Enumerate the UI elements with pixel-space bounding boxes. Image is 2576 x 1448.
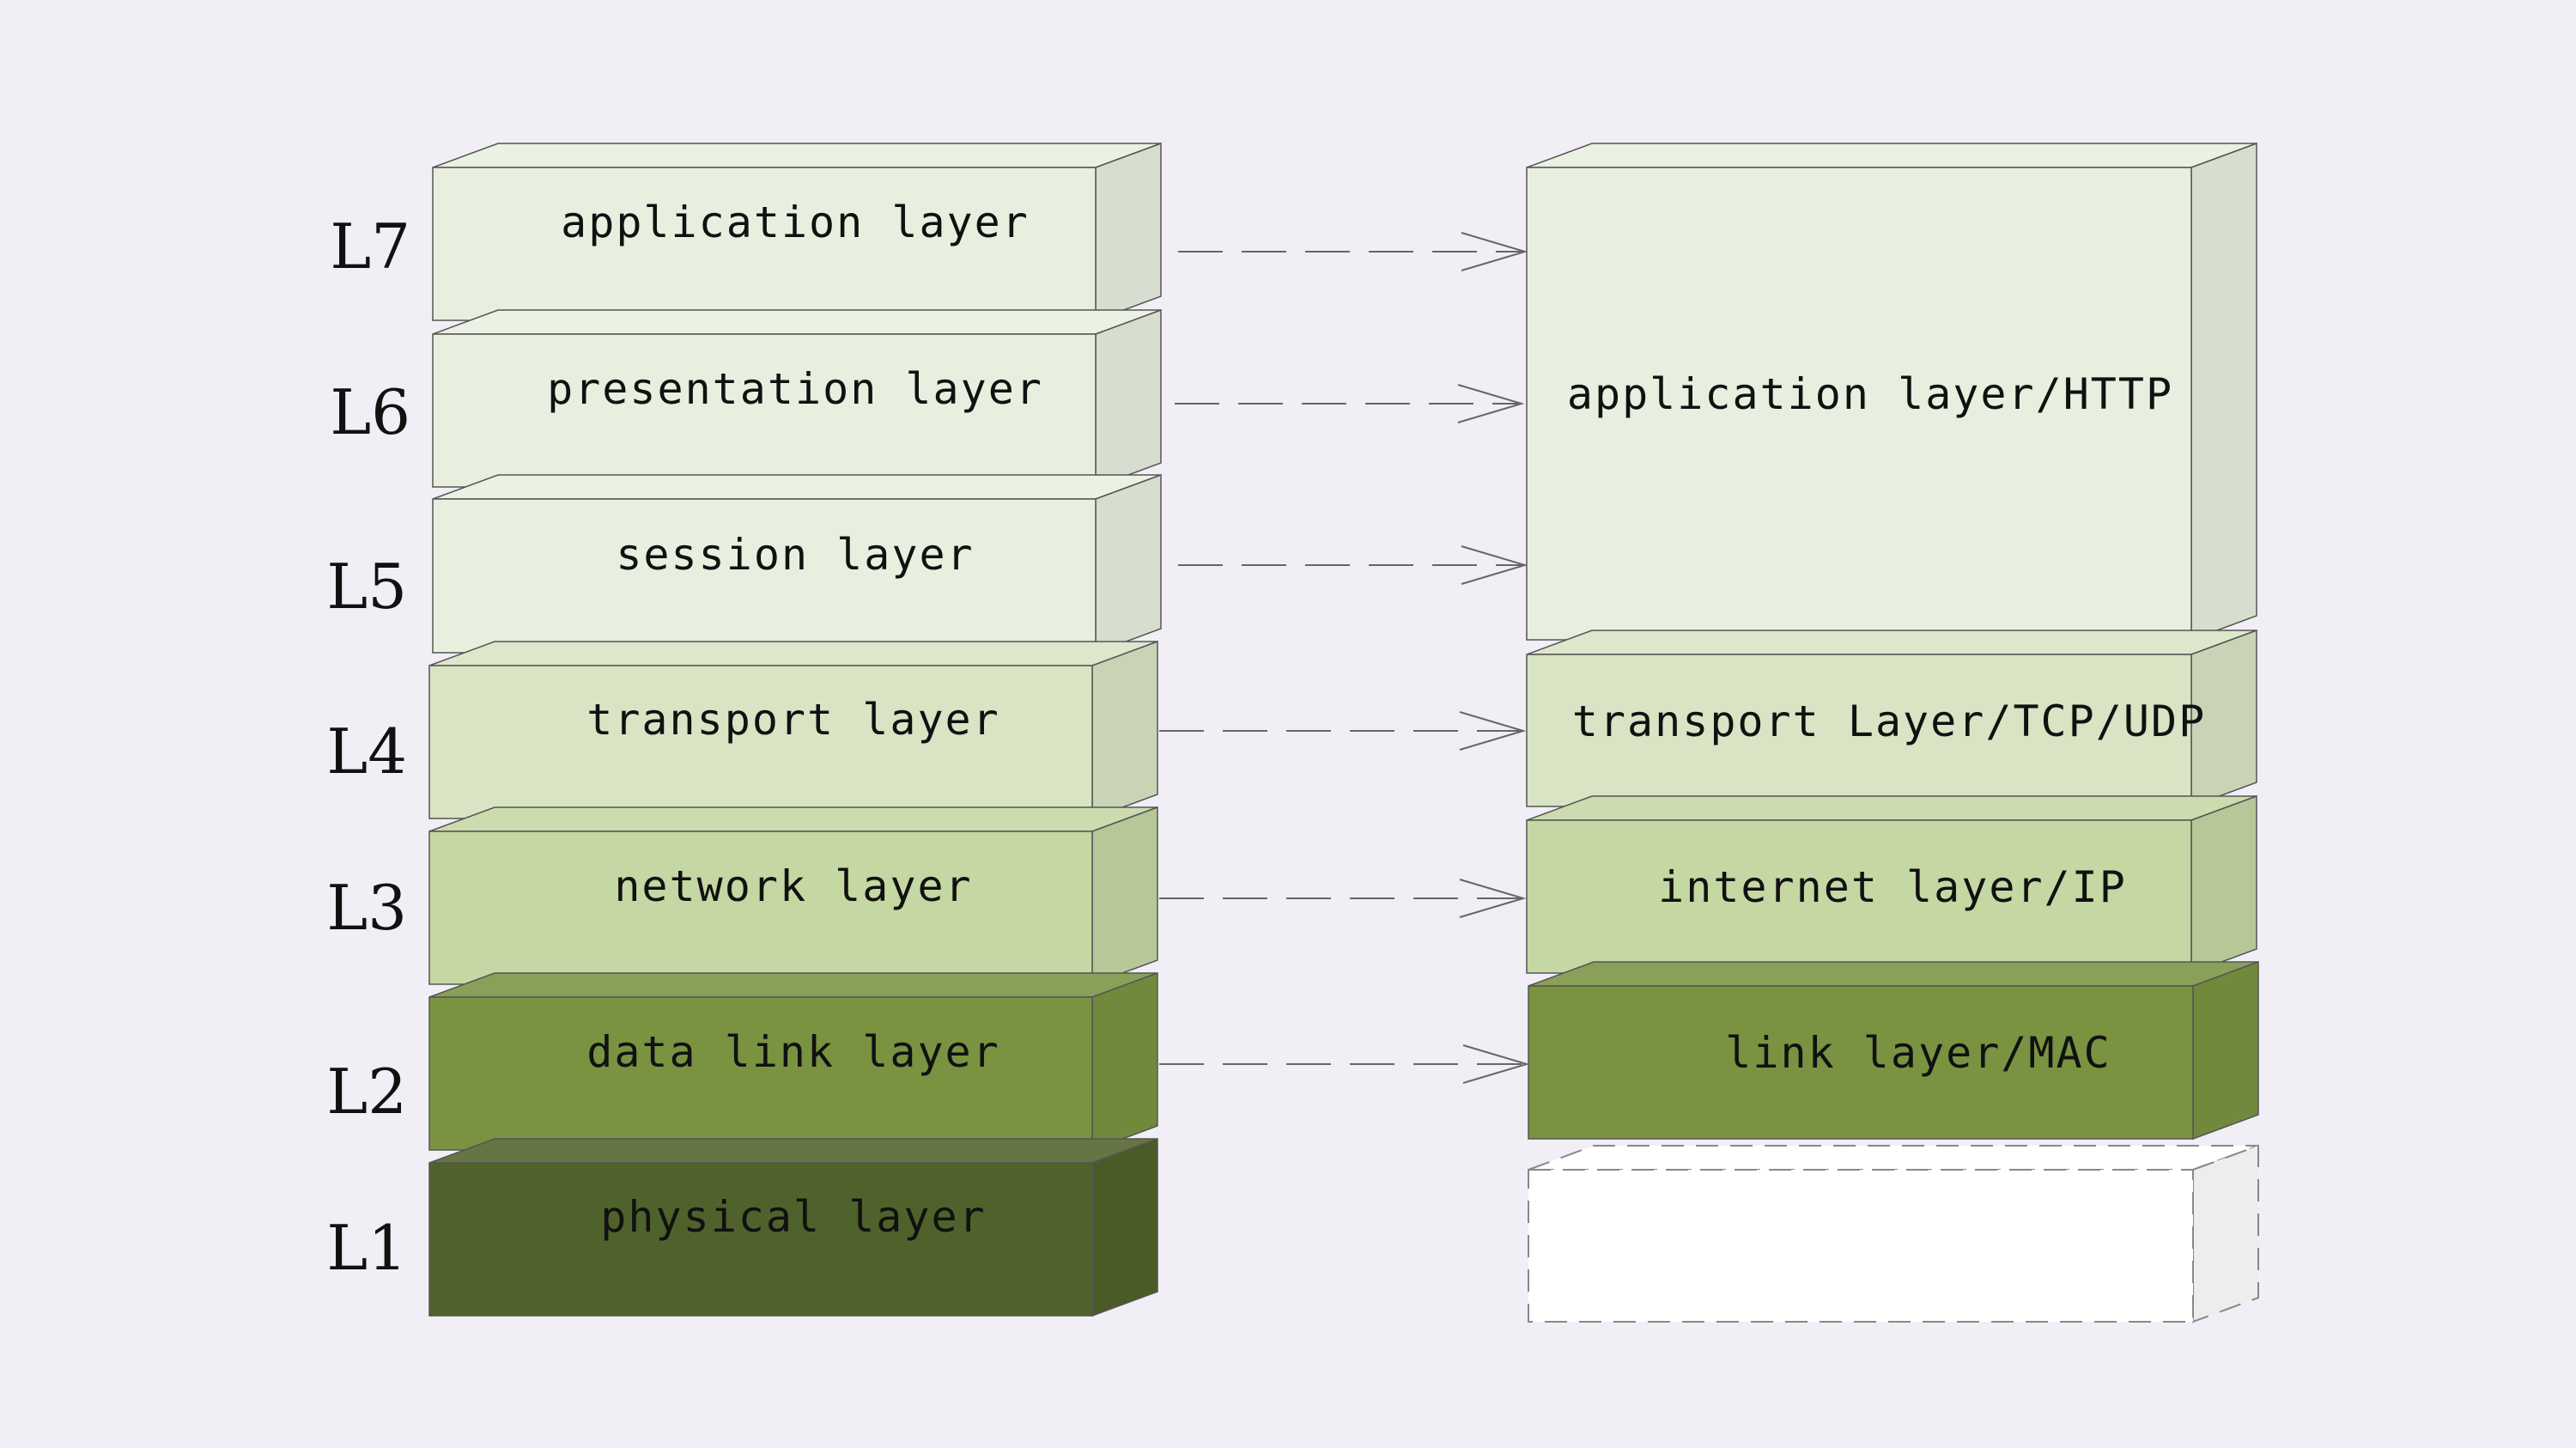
osi-layer-top-face [428, 641, 1158, 666]
tcpip-layer-label: transport Layer/TCP/UDP [1572, 697, 2206, 746]
osi-layer-network: network layer [428, 806, 1158, 986]
osi-layer-presentation: presentation layer [432, 308, 1162, 489]
level-label-l6: L6 [330, 376, 410, 448]
tcpip-layer-side-face [2192, 960, 2259, 1141]
arrow-l4-to-transport [1159, 711, 1527, 751]
tcpip-layer-front-face [1528, 985, 2194, 1140]
arrow-head [1461, 232, 1528, 271]
tcpip-layer-internet: internet layer/IP [1526, 794, 2257, 975]
tcpip-layer-label: link layer/MAC [1725, 1028, 2111, 1078]
osi-layer-side-face [1091, 806, 1158, 986]
level-labels: L7 L6 L5 L4 L3 L2 L1 [326, 210, 410, 1284]
tcpip-placeholder-top-face [1528, 1145, 2259, 1171]
tcpip-layer-front-face [1526, 167, 2192, 641]
tcpip-placeholder-front-face [1528, 1169, 2194, 1323]
osi-layer-front-face [432, 333, 1097, 488]
osi-layer-side-face [1095, 308, 1162, 489]
tcpip-layer-label: application layer/HTTP [1567, 369, 2173, 419]
arrow-l5-to-application [1178, 545, 1528, 585]
level-label-l2: L2 [326, 1056, 407, 1128]
osi-layer-transport: transport layer [428, 640, 1158, 820]
tcpip-layer-top-face [1528, 961, 2259, 987]
osi-layer-label: presentation layer [547, 364, 1043, 414]
level-label-l4: L4 [326, 715, 407, 788]
osi-layer-label: transport layer [586, 695, 1000, 745]
tcpip-layer-application: application layer/HTTP [1526, 142, 2257, 642]
tcpip-layer-link: link layer/MAC [1528, 960, 2259, 1141]
osi-layer-side-face [1091, 640, 1158, 820]
osi-layer-top-face [432, 474, 1162, 500]
osi-layer-label: network layer [614, 861, 972, 911]
tcpip-layer-front-face [1526, 819, 2192, 974]
arrow-l6-to-application [1175, 384, 1525, 423]
osi-layer-physical: physical layer [428, 1137, 1158, 1317]
osi-layer-side-face [1095, 142, 1162, 322]
osi-layer-side-face [1091, 971, 1158, 1152]
arrow-head [1462, 1044, 1530, 1084]
tcpip-layer-top-face [1526, 630, 2257, 655]
tcpip-stack: application layer/HTTP transport Layer/T… [1526, 142, 2259, 1323]
osi-layer-front-face [432, 498, 1097, 654]
tcpip-layer-empty-placeholder [1528, 1144, 2259, 1323]
arrow-l3-to-internet [1159, 879, 1527, 918]
tcpip-placeholder-side-face [2192, 1144, 2259, 1323]
osi-layer-label: session layer [616, 530, 974, 580]
tcpip-layer-side-face [2190, 794, 2257, 975]
level-label-l5: L5 [326, 551, 407, 623]
osi-layer-front-face [428, 665, 1093, 819]
osi-layer-top-face [432, 309, 1162, 335]
osi-layer-label: data link layer [586, 1027, 1000, 1077]
tcpip-layer-side-face [2190, 142, 2257, 642]
mapping-arrows [1159, 232, 1530, 1084]
level-label-l3: L3 [326, 872, 407, 944]
osi-layer-label: application layer [561, 198, 1030, 247]
osi-layer-data-link: data link layer [428, 971, 1158, 1152]
arrow-head [1459, 711, 1527, 751]
level-label-l7: L7 [330, 210, 410, 283]
osi-layer-session: session layer [432, 473, 1162, 654]
level-label-l1: L1 [326, 1212, 407, 1284]
osi-layer-top-face [428, 972, 1158, 998]
tcpip-layer-top-face [1526, 795, 2257, 821]
osi-layer-top-face [428, 806, 1158, 832]
arrow-head [1457, 384, 1525, 423]
osi-layer-front-face [428, 1162, 1093, 1317]
arrow-l7-to-application [1178, 232, 1528, 271]
tcpip-layer-top-face [1526, 143, 2257, 168]
arrow-l2-to-link [1159, 1044, 1530, 1084]
osi-layer-application: application layer [432, 142, 1162, 322]
osi-layer-top-face [432, 143, 1162, 168]
arrow-head [1459, 879, 1527, 918]
osi-layer-front-face [428, 996, 1093, 1151]
osi-layer-label: physical layer [600, 1192, 986, 1242]
osi-stack: application layer presentation layer ses… [428, 142, 1162, 1317]
tcpip-layer-transport: transport Layer/TCP/UDP [1526, 629, 2257, 808]
osi-layer-side-face [1091, 1137, 1158, 1317]
tcpip-layer-label: internet layer/IP [1658, 862, 2127, 912]
osi-layer-top-face [428, 1138, 1158, 1164]
osi-layer-side-face [1095, 473, 1162, 654]
arrow-head [1461, 545, 1528, 585]
osi-layer-front-face [432, 167, 1097, 321]
